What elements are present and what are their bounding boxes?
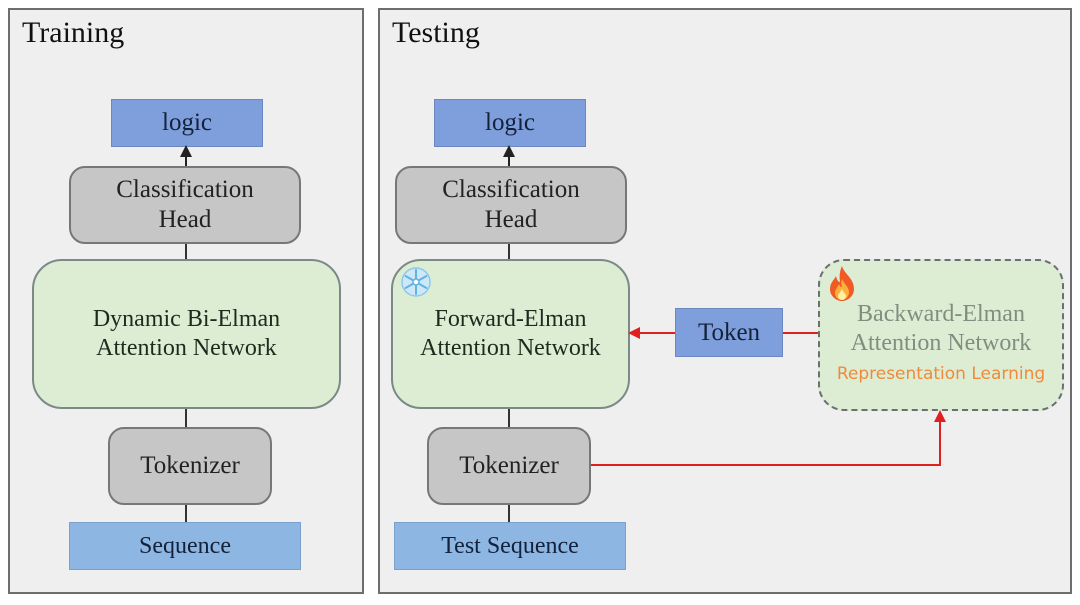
testing-logic-label: logic — [485, 109, 535, 136]
testing-tokenizer-label: Tokenizer — [459, 452, 559, 479]
token-label: Token — [697, 318, 761, 346]
training-head-line2: Head — [158, 206, 212, 233]
training-connector-head-network — [185, 244, 187, 260]
testing-forward-elman-network: Forward-Elman Attention Network — [391, 259, 630, 409]
training-network-line2: Attention Network — [96, 335, 277, 361]
training-connector-network-tokenizer — [185, 409, 187, 428]
token-box: Token — [675, 308, 783, 357]
testing-logic-box: logic — [434, 99, 586, 147]
testing-forward-line2: Attention Network — [420, 335, 601, 361]
training-tokenizer: Tokenizer — [108, 427, 272, 505]
backward-elman-network: Backward-Elman Attention Network Represe… — [818, 259, 1064, 411]
testing-head-line1: Classification — [442, 176, 580, 203]
testing-sequence-box: Test Sequence — [394, 522, 626, 570]
testing-connector-tokenizer-sequence — [508, 505, 510, 522]
training-bi-elman-network: Dynamic Bi-Elman Attention Network — [32, 259, 341, 409]
testing-title: Testing — [392, 16, 480, 49]
representation-learning-caption: Representation Learning — [836, 363, 1046, 384]
training-head-line1: Classification — [116, 176, 254, 203]
training-network-line1: Dynamic Bi-Elman — [92, 306, 281, 333]
testing-classification-head: Classification Head — [395, 166, 627, 244]
testing-forward-line1: Forward-Elman — [434, 306, 587, 333]
testing-tokenizer: Tokenizer — [427, 427, 591, 505]
training-logic-box: logic — [111, 99, 263, 147]
testing-head-line2: Head — [484, 206, 538, 233]
training-sequence-box: Sequence — [69, 522, 301, 570]
backward-line1: Backward-Elman — [857, 301, 1025, 327]
training-classification-head: Classification Head — [69, 166, 301, 244]
snowflake-icon — [400, 266, 432, 298]
training-tokenizer-label: Tokenizer — [140, 452, 240, 479]
testing-sequence-label: Test Sequence — [441, 532, 579, 559]
training-logic-label: logic — [162, 109, 212, 136]
training-connector-tokenizer-sequence — [185, 505, 187, 522]
testing-connector-head-network — [508, 244, 510, 260]
testing-connector-network-tokenizer — [508, 409, 510, 428]
backward-line2: Attention Network — [850, 329, 1032, 356]
training-sequence-label: Sequence — [139, 532, 231, 559]
training-title: Training — [22, 16, 125, 49]
fire-icon — [826, 264, 858, 302]
